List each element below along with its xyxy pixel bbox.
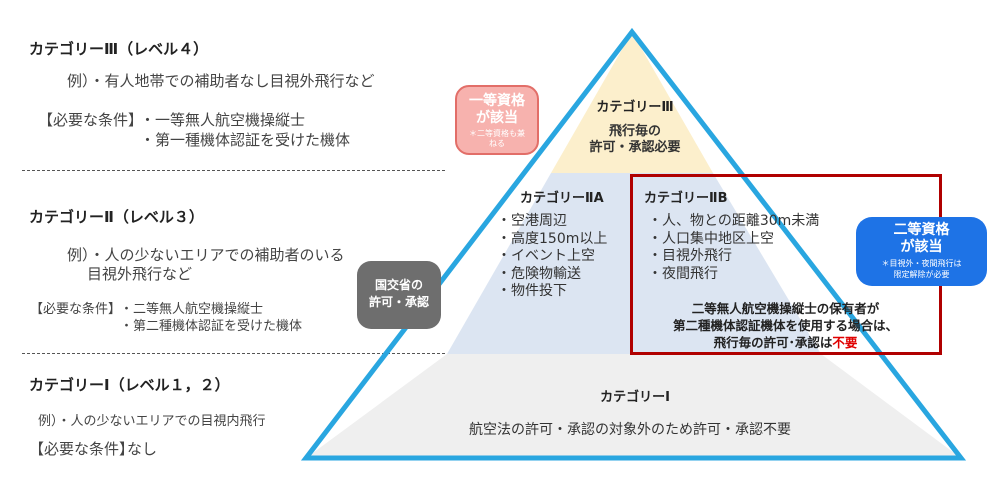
first-class-badge-note2: ねる [489, 139, 505, 148]
second-class-badge-line2: が該当 [900, 239, 943, 255]
pyramid-cat1-text: 航空法の許可・承認の対象外のため許可・承認不要 [469, 422, 791, 438]
first-class-badge-line1: 一等資格 [469, 93, 525, 109]
cat1-cond-label: 【必要な条件】 [29, 440, 135, 458]
pyramid-cat3-line2: 許可・承認必要 [589, 140, 681, 155]
pyramid-cat2a-title: カテゴリーⅡA [520, 191, 604, 206]
pyramid-bottom-fill [306, 354, 961, 458]
cat2b-note-3-emphasis: 不要 [832, 335, 858, 350]
second-class-badge-line1: 二等資格 [893, 222, 950, 238]
cat2-cond-label: 【必要な条件】 [30, 302, 122, 317]
cat2b-item: ・夜間飛行 [648, 265, 718, 282]
cat2b-item: ・目視外飛行 [648, 248, 732, 264]
cat3-cond-2: ・第一種機体認証を受けた機体 [140, 131, 351, 149]
cat2b-note-3-prefix: 飛行毎の許可･承認は [713, 335, 833, 350]
cat2a-item: ・危険物輸送 [497, 265, 581, 282]
cat1-title: カテゴリーⅠ（レベル１，２） [29, 376, 230, 394]
cat2-example-1: 例）・人の少ないエリアでの補助者のいる [67, 246, 345, 264]
pyramid-cat2a-list: ・空港周辺 ・高度150m以上 ・イベント上空 ・危険物輸送 ・物件投下 [497, 213, 607, 301]
pyramid-cat2b-title: カテゴリーⅡB [644, 191, 728, 206]
cat2b-note-3: 飛行毎の許可･承認は不要 [648, 332, 923, 351]
cat2b-item: ・人口集中地区上空 [648, 230, 774, 247]
second-class-badge: 二等資格 が該当 ＊目視外・夜間飛行は 限定解除が必要 [856, 217, 987, 286]
pyramid-cat2b-list: ・人、物との距離30m未満 ・人口集中地区上空 ・目視外飛行 ・夜間飛行 [648, 213, 819, 283]
pyramid-cat3-title: カテゴリーⅢ [596, 100, 674, 115]
pyramid-cat3-line1: 飛行毎の [608, 124, 661, 139]
cat2a-item: ・物件投下 [497, 283, 567, 299]
pyramid-middle-fill [447, 173, 821, 354]
pyramid-top-fill [551, 32, 713, 173]
cat3-example: 例）・有人地帯での補助者なし目視外飛行など [67, 72, 375, 90]
second-class-badge-note1: ＊目視外・夜間飛行は [881, 259, 962, 268]
mlit-badge-line1: 国交省の [374, 278, 423, 292]
cat2-cond-1: ・二等無人航空機操縦士 [120, 302, 264, 317]
cat2-title: カテゴリーⅡ（レベル３） [29, 208, 204, 226]
cat2b-item: ・人、物との距離30m未満 [648, 213, 820, 229]
cat1-cond-value: なし [127, 440, 158, 458]
pyramid-cat1-title: カテゴリーⅠ [600, 390, 670, 405]
cat2a-item: ・空港周辺 [497, 213, 567, 229]
cat2a-item: ・高度150m以上 [497, 230, 608, 247]
cat2a-item: ・イベント上空 [497, 248, 595, 264]
cat2b-note-1: 二等無人航空機操縦士の保有者が [691, 301, 880, 316]
cat3-cond-1: ・一等無人航空機操縦士 [140, 111, 306, 129]
cat1-example: 例）・人の少ないエリアでの目視内飛行 [38, 414, 266, 429]
cat3-cond-label: 【必要な条件】 [38, 111, 144, 129]
first-class-badge: 一等資格 が該当 ＊二等資格も兼 ねる [455, 85, 539, 155]
pyramid-outline [300, 27, 967, 461]
cat2b-note-2: 第二種機体認証機体を使用する場合は、 [672, 318, 898, 333]
second-class-badge-note2: 限定解除が必要 [893, 270, 950, 279]
separator-cat3-cat2 [22, 170, 445, 171]
cat2-example-2: 目視外飛行など [87, 265, 193, 283]
cat3-title: カテゴリーⅢ（レベル４） [29, 40, 209, 58]
first-class-badge-note1: ＊二等資格も兼 [469, 129, 525, 138]
mlit-badge-line2: 許可・承認 [368, 295, 429, 309]
first-class-badge-line2: が該当 [476, 110, 518, 126]
cat2-cond-2: ・第二種機体認証を受けた機体 [120, 319, 303, 334]
mlit-permission-badge: 国交省の 許可・承認 [357, 261, 441, 329]
separator-cat2-cat1 [22, 353, 445, 354]
